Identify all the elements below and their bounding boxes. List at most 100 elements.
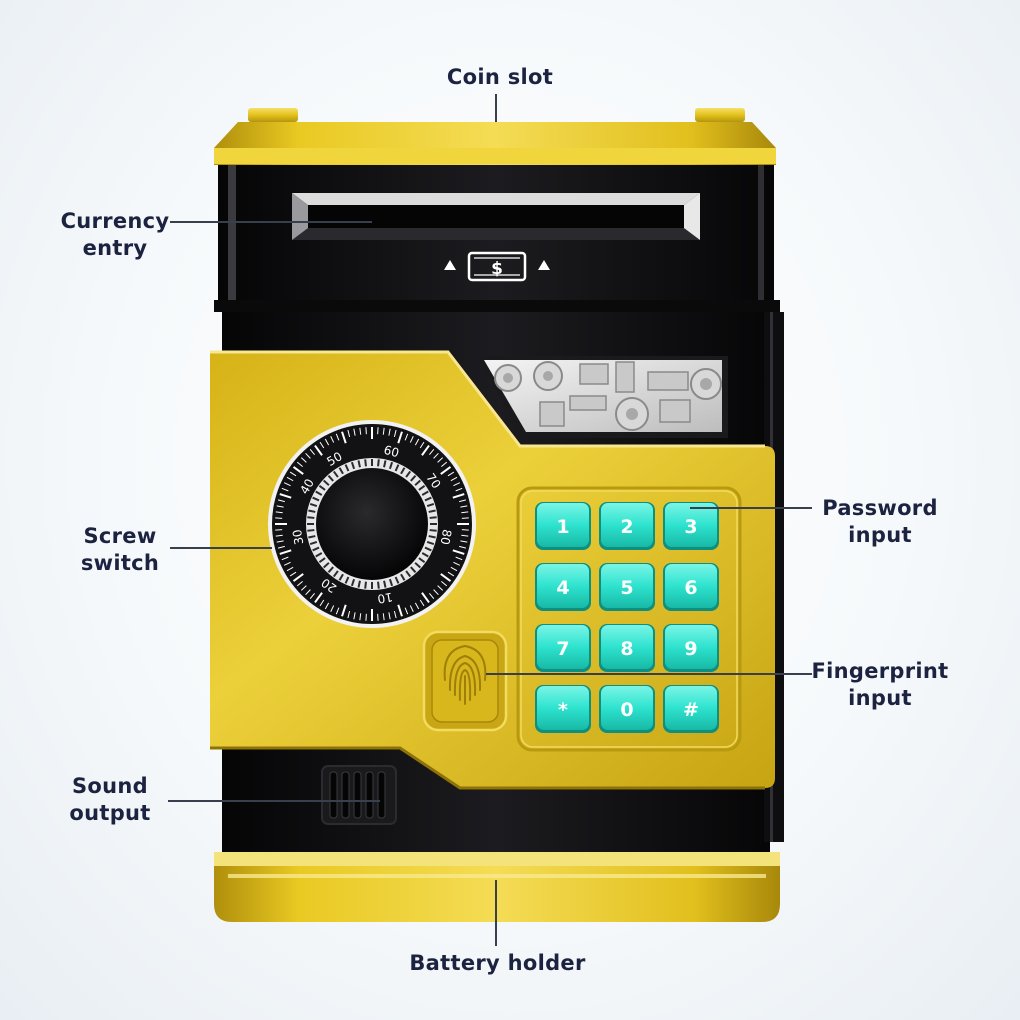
- knob-ridge: [405, 470, 412, 478]
- key-0[interactable]: 0: [599, 685, 655, 733]
- knob-ridge: [323, 562, 330, 569]
- knob-ridge: [338, 573, 344, 581]
- knob-ridge: [309, 540, 318, 546]
- dial-tick: [414, 602, 420, 610]
- dial-tick: [347, 611, 351, 619]
- key-label: 2: [620, 516, 633, 538]
- knob-ridge: [424, 546, 432, 552]
- key-label: 7: [556, 638, 569, 660]
- dial-tick: [409, 605, 414, 612]
- leader-screw-switch: [170, 547, 272, 549]
- dial-number: 10: [376, 590, 393, 606]
- dial-tick: [460, 540, 468, 543]
- dial-tick: [437, 585, 444, 591]
- label-screw-switch: Screw switch: [80, 524, 160, 575]
- mechanism-window: [478, 356, 728, 438]
- key-4[interactable]: 4: [535, 563, 591, 611]
- key-3[interactable]: 3: [663, 502, 719, 550]
- key-9[interactable]: 9: [663, 624, 719, 672]
- dial-tick: [324, 602, 330, 610]
- dial-tick: [314, 592, 323, 604]
- label-password-input: Password input: [822, 496, 938, 547]
- dial-tick: [324, 438, 330, 446]
- dial-tick: [300, 457, 307, 463]
- knob-ridge: [344, 576, 350, 584]
- knob-ridge: [418, 484, 426, 491]
- dial-tick: [292, 466, 304, 475]
- dial-tick: [433, 589, 439, 596]
- knob-ridge: [315, 490, 323, 496]
- dial-tick: [461, 511, 469, 514]
- knob-ridge: [318, 484, 326, 491]
- dial-number: 80: [438, 528, 454, 545]
- knob-ridge: [405, 570, 412, 578]
- dial-tick: [441, 580, 448, 587]
- label-fingerprint-input: Fingerprint input: [811, 659, 949, 710]
- dial-tick: [453, 561, 460, 566]
- dial-tick: [404, 607, 409, 615]
- knob-ridge: [350, 461, 356, 470]
- dial-tick: [419, 441, 425, 449]
- key-1[interactable]: 1: [535, 502, 591, 550]
- knob-ridge: [414, 562, 421, 569]
- knob-ridge: [323, 479, 330, 486]
- dial-tick: [305, 589, 311, 596]
- dial-tick: [447, 571, 455, 577]
- dial-tick: [276, 540, 284, 543]
- knob-ridge: [426, 502, 435, 508]
- dial-tick: [393, 611, 397, 619]
- fingerprint-sensor[interactable]: [422, 630, 508, 732]
- leader-currency-entry: [170, 221, 372, 223]
- dial-tick: [277, 545, 285, 549]
- knob-ridge: [350, 578, 356, 587]
- key-label: *: [558, 699, 568, 721]
- dial-tick: [319, 441, 325, 449]
- dial-tick: [347, 429, 351, 437]
- knob-ridge: [357, 580, 361, 588]
- knob-ridge: [429, 516, 437, 519]
- key-7[interactable]: 7: [535, 624, 591, 672]
- knob-ridge: [426, 540, 435, 546]
- dial-tick: [292, 573, 304, 582]
- key-2[interactable]: 2: [599, 502, 655, 550]
- dial-tick: [277, 499, 285, 503]
- keypad-frame: [516, 486, 742, 752]
- knob-ridge: [421, 552, 429, 558]
- key-6[interactable]: 6: [663, 563, 719, 611]
- knob-ridge: [308, 535, 316, 539]
- dial-tick: [276, 505, 284, 508]
- knob-ridge: [332, 470, 339, 478]
- dial-tick: [275, 534, 283, 537]
- key-label: 5: [620, 577, 633, 599]
- dial-tick: [341, 431, 347, 444]
- knob-ridge: [394, 576, 400, 584]
- dial-tick: [330, 436, 335, 443]
- key-hash[interactable]: #: [663, 685, 719, 733]
- dial-tick: [305, 452, 311, 459]
- knob-ridge: [421, 490, 429, 496]
- dial-tick: [388, 612, 391, 620]
- dial-tick: [335, 433, 340, 441]
- key-label: #: [683, 699, 699, 721]
- key-star[interactable]: *: [535, 685, 591, 733]
- key-5[interactable]: 5: [599, 563, 655, 611]
- dial-tick: [450, 476, 458, 482]
- dial-tick: [404, 433, 409, 441]
- password-keypad[interactable]: 1 2 3 4 5 6 7 8 9 * 0 #: [535, 502, 719, 733]
- dial-tick: [440, 573, 452, 582]
- knob-ridge: [338, 467, 344, 475]
- knob-ridge: [327, 475, 334, 482]
- leader-coin-slot: [495, 94, 497, 122]
- dial-tick: [447, 471, 455, 477]
- key-8[interactable]: 8: [599, 624, 655, 672]
- knob-ridge: [410, 566, 417, 573]
- dial-tick: [289, 571, 297, 577]
- dial-tick: [309, 593, 316, 600]
- knob-ridge: [418, 557, 426, 564]
- knob-ridge: [394, 464, 400, 472]
- knob-ridge: [332, 570, 339, 578]
- key-label: 8: [620, 638, 633, 660]
- triangle-up-icon: [538, 260, 550, 270]
